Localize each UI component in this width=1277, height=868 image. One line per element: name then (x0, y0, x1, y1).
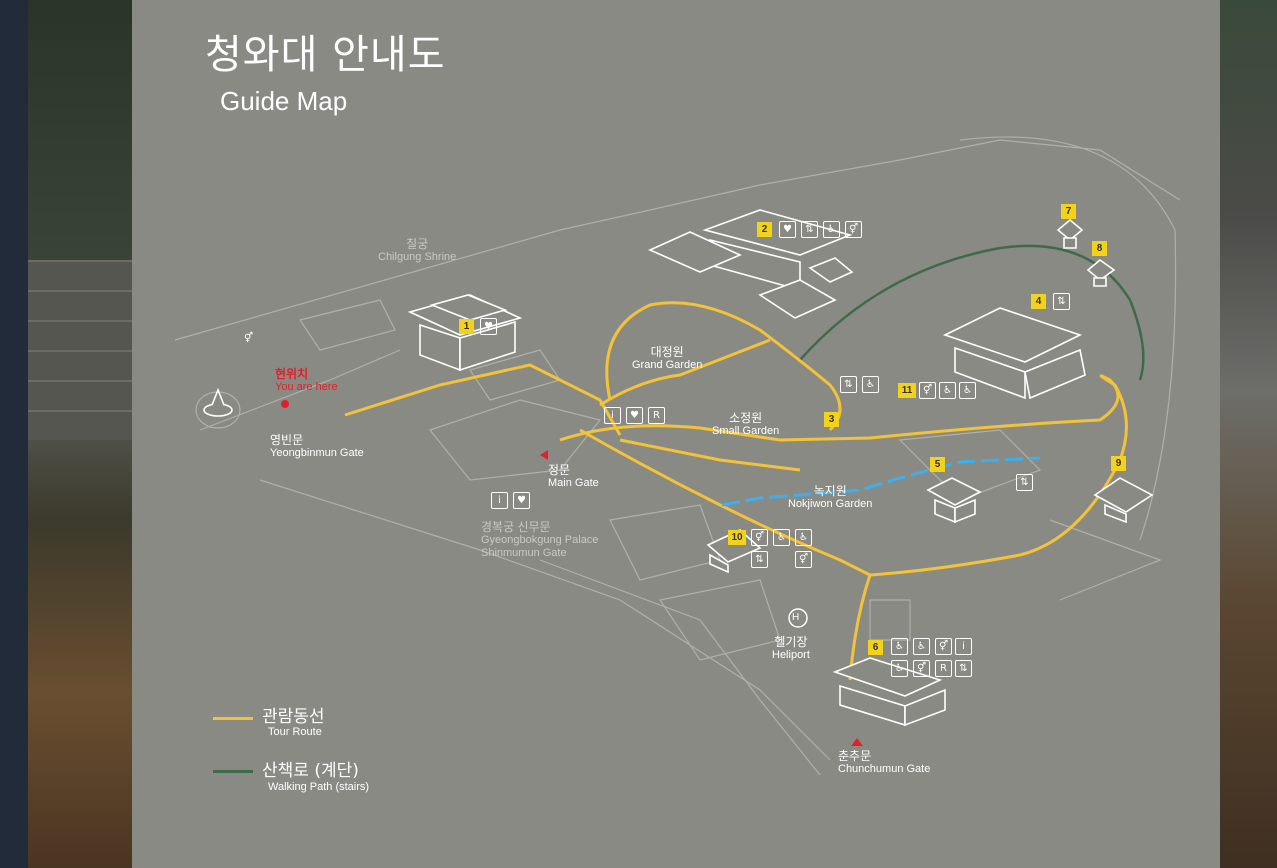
map-title-english: Guide Map (220, 86, 348, 116)
building-4 (942, 307, 1086, 400)
accessible-icon: ♿ (795, 529, 812, 546)
elevator-icon: ⇅ (801, 221, 818, 238)
legend-walk-ko: 산책로 (계단) (262, 761, 359, 781)
legend-walk-en: Walking Path (stairs) (268, 781, 370, 793)
main-gate-marker (540, 450, 548, 460)
rest-area-icon: R (935, 660, 952, 677)
accessible-icon: ♿ (959, 382, 976, 399)
rest-area-icon: R (648, 407, 665, 424)
chunchumun-marker (851, 738, 863, 746)
guide-board (132, 0, 1220, 868)
aed-icon: ♥ (779, 221, 796, 238)
legend-tour-en: Tour Route (268, 726, 322, 738)
building-9 (1093, 477, 1154, 524)
badge-5: 5 (930, 457, 945, 472)
badge-6: 6 (868, 640, 883, 655)
badge-7: 7 (1061, 204, 1076, 219)
badge-8: 8 (1092, 241, 1107, 256)
heliport-circle (788, 608, 808, 628)
badge-11: 11 (898, 383, 916, 398)
background-trees-right (1217, 0, 1277, 868)
elevator-icon: ⇅ (1016, 474, 1033, 491)
legend-tour-ko: 관람동선 (262, 707, 325, 727)
accessible-icon: ♿ (823, 221, 840, 238)
elevator-icon: ⇅ (1053, 293, 1070, 310)
accessible-icon: ♿ (891, 638, 908, 655)
heliport-symbol: H (792, 612, 800, 623)
legend-walk-line (213, 770, 253, 773)
stone-wall (28, 260, 140, 440)
tour-route (344, 301, 1128, 681)
restroom-icon: ⚥ (845, 221, 862, 238)
restroom-icon: ⚥ (751, 529, 768, 546)
badge-1: 1 (459, 319, 474, 334)
accessible-icon: ♿ (773, 529, 790, 546)
building-1 (407, 294, 523, 372)
badge-4: 4 (1031, 294, 1046, 309)
walking-path (799, 244, 1145, 381)
sign-post (0, 0, 28, 868)
information-icon: i (604, 407, 621, 424)
elevator-icon: ⇅ (751, 551, 768, 568)
aed-icon: ♥ (626, 407, 643, 424)
aed-icon: ♥ (513, 492, 530, 509)
accessible-icon: ♿ (862, 376, 879, 393)
elevator-icon: ⇅ (955, 660, 972, 677)
restroom-icon: ⚥ (795, 551, 812, 568)
badge-3: 3 (824, 412, 839, 427)
accessible-icon: ♿ (891, 660, 908, 677)
elevator-icon: ⇅ (840, 376, 857, 393)
restroom-icon: ⚥ (935, 638, 952, 655)
building-7 (1056, 218, 1084, 249)
badge-10: 10 (728, 530, 746, 545)
building-8 (1086, 258, 1116, 287)
restroom-icon: ⚥ (243, 333, 254, 344)
buildings (203, 209, 1154, 727)
map-title-korean: 청와대 안내도 (205, 32, 446, 78)
building-6 (832, 657, 946, 727)
accessible-icon: ♿ (913, 638, 930, 655)
information-icon: i (955, 638, 972, 655)
restroom-icon: ⚥ (913, 660, 930, 677)
building-2 (648, 209, 854, 319)
restroom-icon: ⚥ (919, 382, 936, 399)
fountain (203, 387, 233, 417)
badge-2: 2 (757, 222, 772, 237)
information-icon: i (491, 492, 508, 509)
accessible-icon: ♿ (939, 382, 956, 399)
badge-9: 9 (1111, 456, 1126, 471)
legend-tour-line (213, 717, 253, 720)
you-are-here-dot (281, 400, 289, 408)
building-5 (926, 477, 982, 524)
pond (721, 456, 1041, 507)
grounds-outline (174, 136, 1181, 776)
aed-icon: ♥ (480, 318, 497, 335)
